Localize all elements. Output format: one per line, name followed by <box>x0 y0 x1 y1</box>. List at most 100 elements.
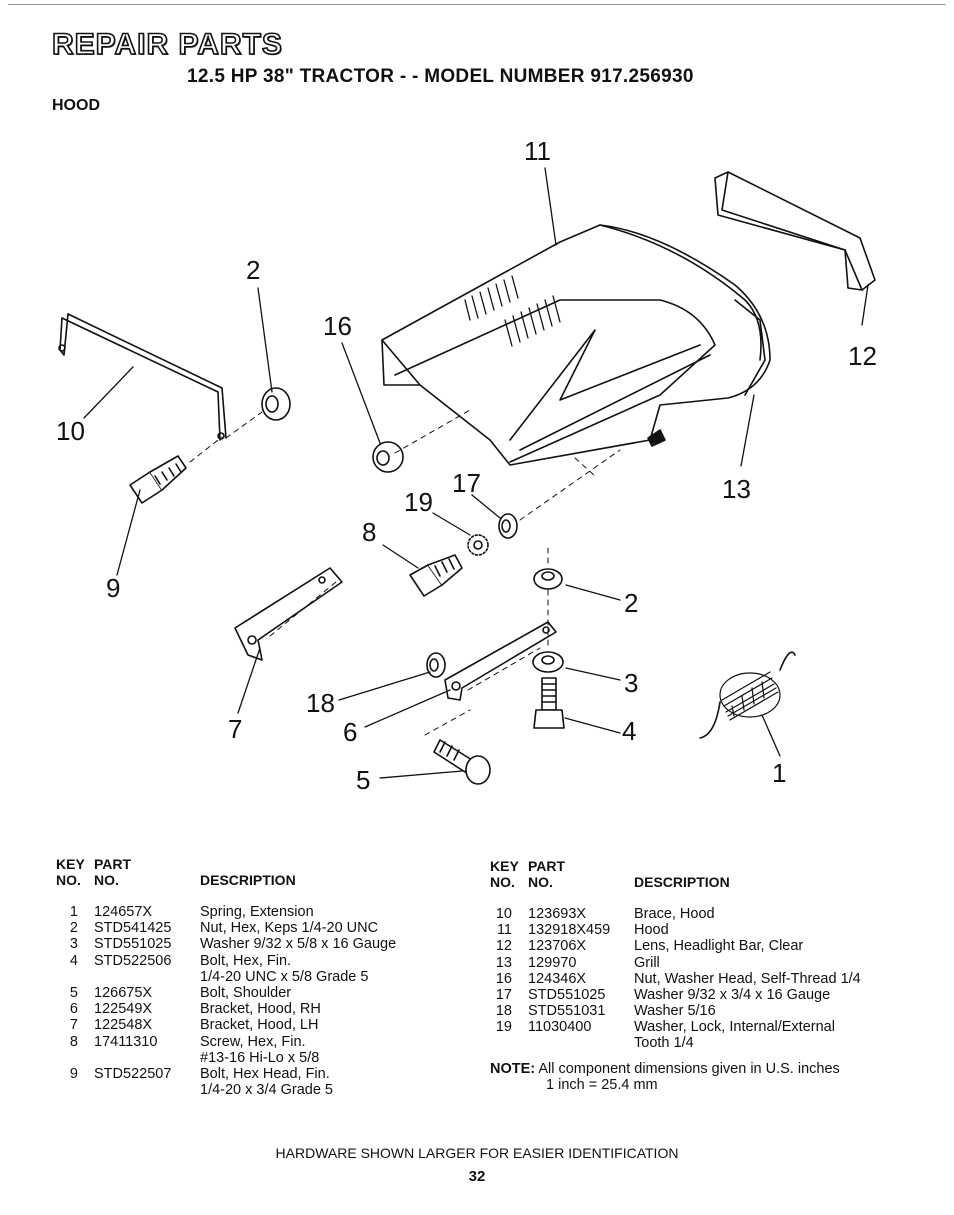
lens-part-drawing <box>714 171 876 291</box>
screw-8-drawing <box>409 554 463 597</box>
hood-exploded-diagram: 11 2 16 12 10 17 13 19 8 9 2 3 18 7 6 4 … <box>56 136 877 795</box>
part-description: Spring, Extension <box>200 904 314 920</box>
callout-12: 12 <box>848 341 877 371</box>
callout-6: 6 <box>343 717 357 747</box>
callout-2-top: 2 <box>246 255 260 285</box>
callout-4: 4 <box>622 716 636 746</box>
key-header-line1: KEY <box>490 858 519 874</box>
description-line: Screw, Hex, Fin. <box>200 1033 306 1050</box>
key-number: 2 <box>69 920 78 937</box>
part-number: STD551025 <box>94 936 172 953</box>
key-number: 3 <box>69 936 78 953</box>
part-number: 17411310 <box>94 1033 158 1050</box>
description-line: Bracket, Hood, RH <box>200 1001 321 1018</box>
model-subtitle: 12.5 HP 38" TRACTOR - - MODEL NUMBER 917… <box>187 66 694 87</box>
callout-2-lower: 2 <box>624 588 638 618</box>
key-number: 7 <box>69 1017 78 1034</box>
part-description: Brace, Hood <box>634 906 715 922</box>
key-number: 11 <box>496 922 512 939</box>
key-number: 1 <box>69 904 78 920</box>
callout-10: 10 <box>56 416 85 446</box>
top-rule <box>8 4 946 5</box>
part-description: Bolt, Hex Head, Fin.1/4-20 x 3/4 Grade 5 <box>200 1066 333 1098</box>
part-description: Nut, Hex, Keps 1/4-20 UNC <box>200 920 378 936</box>
assembly-dashed-lines <box>189 409 621 736</box>
dimension-note: NOTE: All component dimensions given in … <box>490 1061 840 1093</box>
description-line: Lens, Headlight Bar, Clear <box>634 938 804 955</box>
page-title: REPAIR PARTS <box>51 27 283 62</box>
key-header-line2: NO. <box>56 872 81 888</box>
part-header-right: PART NO. <box>528 858 565 890</box>
description-line: Bolt, Shoulder <box>200 985 292 1001</box>
key-number: 16 <box>495 970 512 987</box>
description-line: Brace, Hood <box>634 906 715 922</box>
key-number: 8 <box>69 1033 78 1050</box>
part-header-line1: PART <box>94 856 132 872</box>
part-number: 124657X <box>94 904 153 920</box>
part-description: Bracket, Hood, RH <box>200 1001 321 1017</box>
part-description: Grill <box>634 955 660 971</box>
callout-11: 11 <box>524 136 551 166</box>
description-line: Tooth 1/4 <box>634 1035 694 1052</box>
callout-5: 5 <box>356 765 370 795</box>
part-header-line1: PART <box>528 858 566 874</box>
washer-3-drawing <box>532 651 564 673</box>
leader-lines <box>83 167 869 779</box>
brace-part-drawing <box>58 313 227 441</box>
description-line: Nut, Washer Head, Self-Thread 1/4 <box>634 970 861 987</box>
part-description: Bolt, Shoulder <box>200 985 291 1001</box>
hardware-caption: HARDWARE SHOWN LARGER FOR EASIER IDENTIF… <box>275 1145 679 1161</box>
description-line: Spring, Extension <box>200 904 314 920</box>
part-number: 129970 <box>528 954 577 971</box>
bracket-lh-drawing <box>234 567 343 661</box>
callout-7: 7 <box>228 714 242 744</box>
key-number: 17 <box>495 987 512 1003</box>
description-line: Washer 9/32 x 3/4 x 16 Gauge <box>634 987 831 1003</box>
part-number: 122549X <box>94 1001 153 1018</box>
part-description: Bracket, Hood, LH <box>200 1017 318 1033</box>
callout-17: 17 <box>452 468 481 498</box>
nut-16-drawing <box>372 441 404 473</box>
part-description: Bolt, Hex, Fin.1/4-20 UNC x 5/8 Grade 5 <box>200 953 368 985</box>
part-number: STD541425 <box>94 920 172 937</box>
description-line: Washer, Lock, Internal/External <box>634 1019 835 1036</box>
callout-13: 13 <box>722 474 751 504</box>
callout-19: 19 <box>404 487 433 517</box>
callout-18: 18 <box>306 688 335 718</box>
key-header-right: KEY NO. <box>490 858 519 890</box>
part-description: Lens, Headlight Bar, Clear <box>634 938 803 954</box>
part-number: STD522506 <box>94 952 172 969</box>
key-number: 18 <box>495 1003 512 1020</box>
description-line: Washer 5/16 <box>634 1003 716 1020</box>
description-line: 1/4-20 x 3/4 Grade 5 <box>200 1082 333 1098</box>
bolt-4-drawing <box>533 677 565 729</box>
note-label: NOTE: <box>490 1061 536 1077</box>
lockwasher-19-drawing <box>467 534 489 556</box>
note-text: All component dimensions given in U.S. i… <box>538 1061 840 1077</box>
note-conversion: 1 inch = 25.4 mm <box>546 1077 658 1093</box>
description-line: Bolt, Hex Head, Fin. <box>200 1066 330 1082</box>
part-number: 126675X <box>94 985 153 1001</box>
key-number: 5 <box>69 985 78 1001</box>
spring-1-drawing <box>699 651 796 739</box>
callout-3: 3 <box>624 668 638 698</box>
hood-part-drawing <box>381 224 771 466</box>
description-header-left: DESCRIPTION <box>200 872 296 888</box>
key-number: 9 <box>69 1066 78 1082</box>
part-number: STD551031 <box>528 1003 606 1020</box>
description-header-right: DESCRIPTION <box>634 874 730 890</box>
part-number: STD551025 <box>528 987 606 1003</box>
page-number: 32 <box>468 1168 486 1185</box>
key-number: 13 <box>495 954 512 971</box>
bolt-5-drawing <box>433 739 491 785</box>
callout-16: 16 <box>323 311 352 341</box>
nut-2-top-drawing <box>261 387 291 421</box>
part-number: 123706X <box>528 938 587 955</box>
washer-17-drawing <box>498 513 518 539</box>
section-heading: HOOD <box>52 97 100 114</box>
part-header-line2: NO. <box>94 872 119 888</box>
